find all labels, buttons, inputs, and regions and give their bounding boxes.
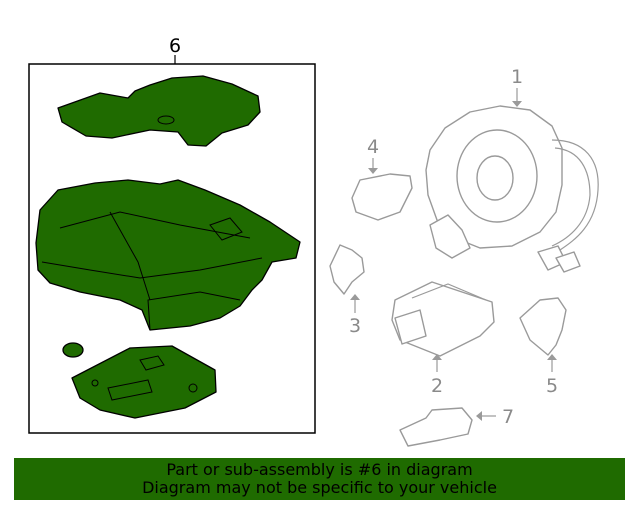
clock-spring-connector [429, 214, 471, 259]
cushion-side-bolster [209, 217, 243, 241]
seat-cushion [35, 179, 301, 331]
parts-diagram: 6 1 4 [28, 35, 599, 447]
callout-3-label: 3 [349, 315, 361, 337]
footer-line-1: Part or sub-assembly is #6 in diagram [166, 460, 473, 479]
clock-spring-wire-2 [551, 147, 591, 247]
impact-sensor-3[interactable]: 3 [329, 244, 365, 337]
cushion-plug [62, 342, 84, 358]
clip-7-body [399, 407, 473, 447]
clock-spring-plug-2 [555, 251, 581, 273]
module-2-connector [394, 309, 427, 345]
module-2-arrow [432, 354, 442, 360]
sensor-3-arrow [350, 294, 360, 300]
callout-4-label: 4 [367, 136, 379, 158]
module-2-lid [411, 283, 487, 301]
cushion-seam-3 [41, 257, 263, 279]
clip-7-arrow [476, 411, 482, 421]
cushion-front-edge [147, 291, 241, 331]
callout-2-label: 2 [431, 375, 443, 397]
sensor-5-body [519, 297, 567, 356]
callout-6-label: 6 [169, 35, 181, 57]
airbag-control-module[interactable]: 2 [391, 281, 495, 397]
seat-sensor-mat [71, 345, 217, 419]
assembly-6-frame [28, 63, 316, 434]
wiring-clip-7[interactable]: 7 [399, 406, 514, 447]
clock-spring-hub [476, 155, 514, 201]
clock-spring-wire [551, 139, 599, 251]
seat-heater-pad [57, 75, 261, 147]
sensor-4-body [351, 173, 413, 221]
seat-cushion-assembly[interactable]: 6 [28, 35, 316, 434]
footer-banner: Part or sub-assembly is #6 in diagram Di… [14, 458, 625, 500]
callout-7-label: 7 [502, 406, 514, 428]
cushion-seam-2 [109, 211, 151, 301]
heater-pad-hole [157, 115, 175, 125]
sensor-4-arrow [368, 168, 378, 174]
clock-spring[interactable]: 1 [425, 66, 599, 273]
impact-sensor-5[interactable]: 5 [519, 297, 567, 397]
footer-line-2: Diagram may not be specific to your vehi… [142, 478, 497, 497]
sensor-mat-slot-2 [107, 379, 153, 401]
sensor-mat-hole-1 [91, 379, 99, 387]
callout-5-label: 5 [546, 375, 558, 397]
clock-spring-arrow [512, 101, 522, 107]
sensor-5-arrow [547, 354, 557, 360]
impact-sensor-4[interactable]: 4 [351, 136, 413, 221]
sensor-3-body [329, 244, 365, 295]
sensor-mat-slot-1 [139, 355, 165, 371]
callout-1-label: 1 [511, 66, 523, 88]
sensor-mat-hole-2 [188, 383, 198, 393]
